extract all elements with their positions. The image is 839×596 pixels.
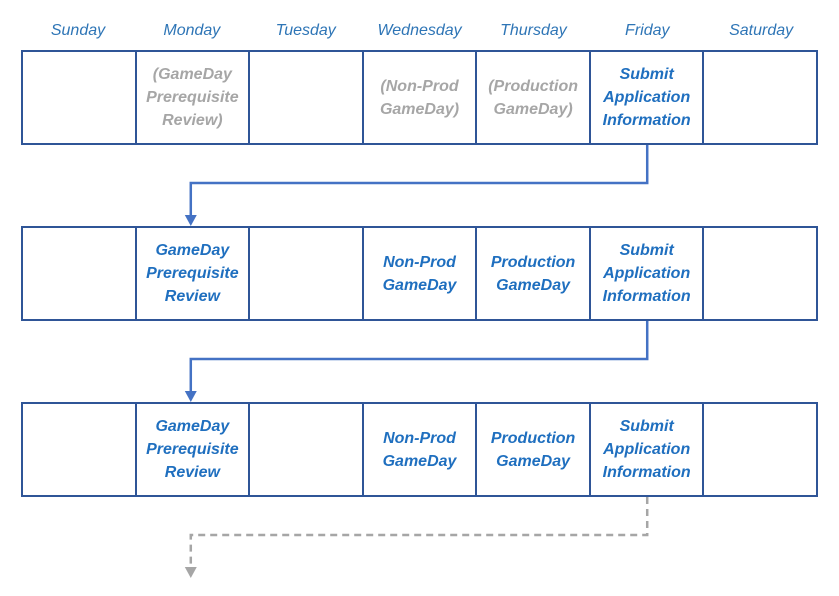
day-header-sunday: Sunday: [50, 22, 106, 39]
day-cell-thursday: (Production GameDay): [475, 52, 589, 143]
day-cell-tuesday: [248, 404, 362, 495]
day-cell-tuesday: [248, 52, 362, 143]
connector-arrowhead-2: [184, 391, 197, 402]
week-row-3: GameDay Prerequisite Review Non-Prod Game…: [21, 402, 818, 497]
connector-arrowhead-3: [184, 567, 197, 578]
day-cell-friday: Submit Application Information: [588, 228, 703, 319]
connector-line-2: [189, 321, 649, 392]
connector-arrowhead-1: [184, 215, 197, 226]
day-header-tuesday: Tuesday: [275, 22, 336, 39]
day-cell-wednesday: Non-Prod GameDay: [361, 228, 476, 319]
connector-line-3: [189, 497, 649, 568]
day-cell-tuesday: [248, 228, 362, 319]
day-cell-wednesday: (Non-Prod GameDay): [361, 52, 476, 143]
day-cell-wednesday: Non-Prod GameDay: [361, 404, 476, 495]
day-cell-thursday: Production GameDay: [475, 228, 589, 319]
day-cell-saturday: [702, 52, 816, 143]
day-cell-saturday: [702, 228, 816, 319]
day-header-saturday: Saturday: [729, 22, 794, 39]
connector-line-1: [189, 145, 649, 216]
day-cell-thursday: Production GameDay: [475, 404, 589, 495]
day-header-friday: Friday: [625, 22, 670, 39]
day-cell-friday: Submit Application Information: [588, 52, 703, 143]
day-cell-monday: (GameDay Prerequisite Review): [134, 52, 249, 143]
day-header-monday: Monday: [163, 22, 221, 39]
day-cell-saturday: [702, 404, 816, 495]
week-row-2: GameDay Prerequisite Review Non-Prod Game…: [21, 226, 818, 321]
day-header-wednesday: Wednesday: [377, 22, 462, 39]
day-cell-monday: GameDay Prerequisite Review: [134, 228, 249, 319]
day-cell-friday: Submit Application Information: [588, 404, 703, 495]
week-row-1: (GameDay Prerequisite Review) (Non-Prod G…: [21, 50, 818, 145]
day-cell-monday: GameDay Prerequisite Review: [134, 404, 249, 495]
day-header-thursday: Thursday: [500, 22, 567, 39]
